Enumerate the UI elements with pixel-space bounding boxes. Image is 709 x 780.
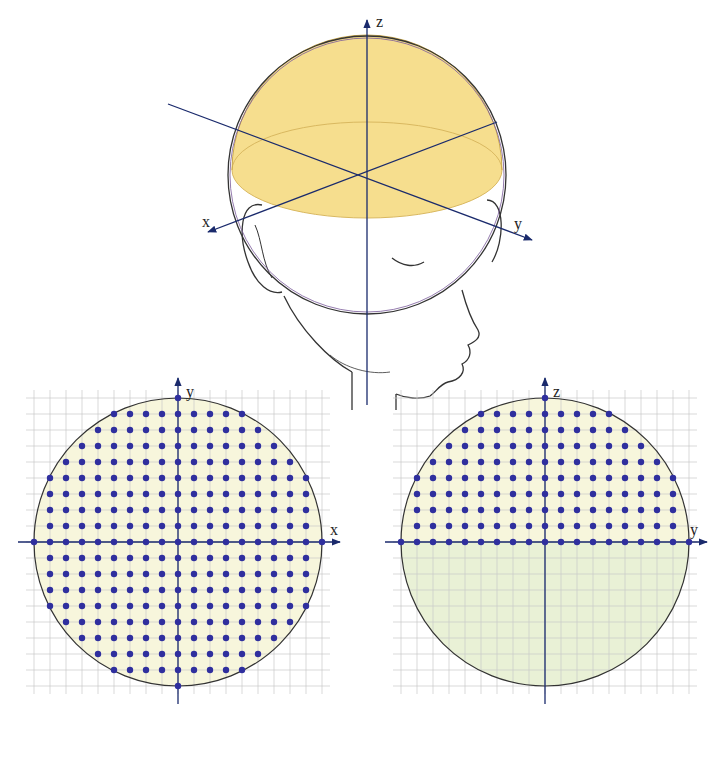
axis-label: x — [202, 214, 210, 230]
plane-axes — [18, 378, 340, 704]
xy-plane — [18, 378, 340, 704]
axis-label: y — [186, 384, 194, 400]
axis-label: z — [553, 384, 560, 400]
head-axes — [168, 20, 532, 405]
yz-plane — [385, 378, 707, 704]
axis-label: y — [514, 216, 522, 232]
axis-label: x — [330, 522, 338, 538]
sample-dots — [31, 395, 325, 689]
axis-label: y — [690, 522, 698, 538]
axis-label: z — [376, 14, 383, 30]
sample-dots — [398, 395, 692, 545]
plane-axes — [385, 378, 707, 704]
head — [242, 200, 501, 410]
